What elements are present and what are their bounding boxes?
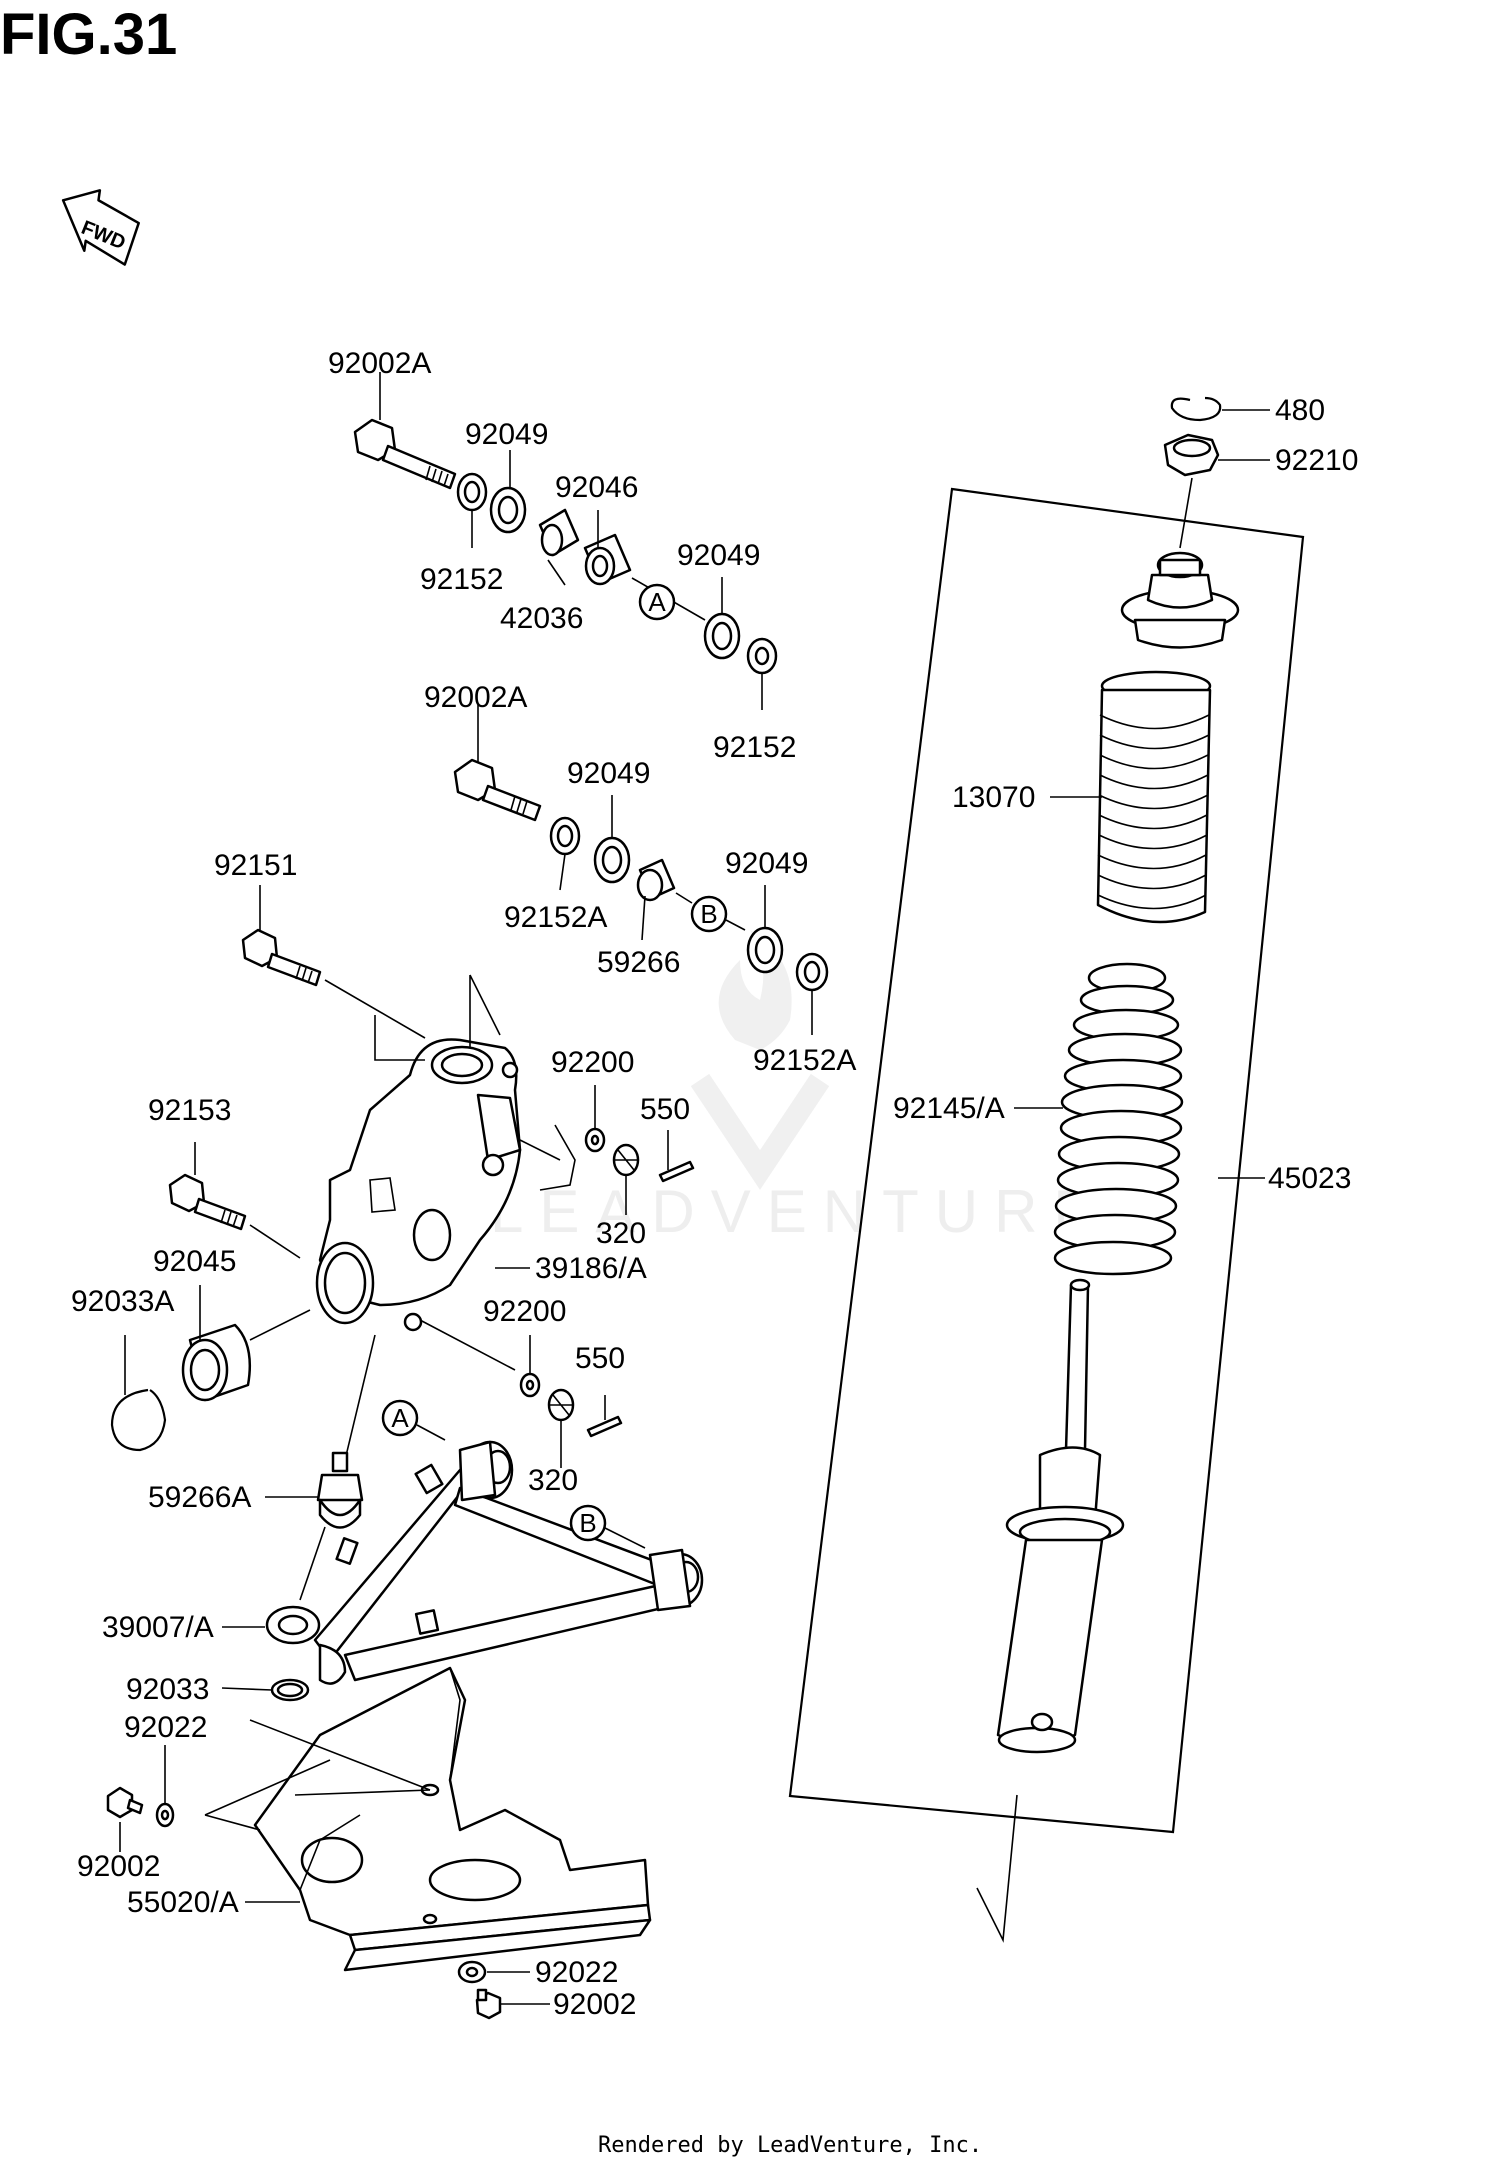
bolt-92151 [241,928,426,1039]
washer-92200-lower [519,1372,541,1398]
bolt-92002-bottom [475,1988,502,2020]
label-92002a-mid: 92002A [424,681,527,714]
label-59266: 59266 [597,946,680,979]
wheel-bearing-92045 [181,1309,311,1402]
nut-320-lower [547,1388,575,1422]
label-92152-b: 92152 [713,731,796,764]
svg-text:B: B [579,1508,596,1538]
shock-assembly-frame [788,487,1305,1834]
bolt-92002a-upper [353,418,457,490]
label-92152a-b: 92152A [753,1044,856,1077]
label-92049-b: 92049 [677,539,760,572]
label-92033a: 92033A [71,1285,174,1318]
svg-text:A: A [648,587,666,617]
label-59266a: 59266A [148,1481,251,1514]
washer-92152-upper-left [456,472,488,512]
label-55020a: 55020/A [127,1886,239,1919]
label-92046: 92046 [555,471,638,504]
circlip-92033 [270,1678,310,1702]
nut-92210 [1163,433,1220,477]
ball-joint-59266a [316,1451,364,1529]
label-92152-a: 92152 [420,563,503,596]
dust-boot-13070 [1096,670,1212,924]
leader-lines [119,372,1270,2005]
washer-92152-upper-right [746,637,778,675]
label-92022-a: 92022 [124,1711,207,1744]
seal-92049-upper-left [489,486,527,534]
label-42036: 42036 [500,602,583,635]
steering-knuckle [315,1038,561,1371]
watermark-text: LEADVENTURE [490,1178,1109,1245]
bushing-59266 [636,858,676,902]
bearing-92046 [583,533,632,586]
figure-title: FIG.31 [0,2,177,67]
label-92045: 92045 [153,1245,236,1278]
label-92033: 92033 [126,1673,209,1706]
label-92002-b: 92002 [553,1988,636,2021]
cotter-pin-550-upper [658,1160,695,1183]
label-92210: 92210 [1275,444,1358,477]
label-92002-a: 92002 [77,1850,160,1883]
circlip-92033a [110,1388,167,1452]
callout-b-lower: B [569,1504,646,1549]
seal-92049-lower-right [746,926,784,974]
nut-320-upper [612,1143,640,1177]
bolt-92002-left [106,1786,144,1819]
footer-credit: Rendered by LeadVenture, Inc. [598,2133,982,2158]
washer-92152a-lower-left [549,816,581,856]
label-92151: 92151 [214,849,297,882]
svg-text:A: A [391,1403,409,1433]
fwd-arrow-icon: FWD [61,189,140,266]
seal-92049-upper-right [703,612,741,660]
label-45023: 45023 [1268,1162,1351,1195]
bolt-92002a-lower [453,758,542,822]
label-320-a: 320 [596,1217,646,1250]
part-labels: 92002A 92049 92046 92152 42036 92049 921… [71,347,1358,2021]
label-92200-a: 92200 [551,1046,634,1079]
snap-ring-480 [1170,396,1222,422]
label-550-a: 550 [640,1093,690,1126]
washer-92152a-lower-right [795,952,829,992]
callout-b-upper: B [690,895,728,933]
label-480: 480 [1275,394,1325,427]
label-320-b: 320 [528,1464,578,1497]
callout-a-upper: A [638,583,676,621]
seal-92049-lower-left [593,836,631,884]
a-arm-39007a [265,1440,704,1685]
upper-mount [1120,551,1240,649]
label-92200-b: 92200 [483,1295,566,1328]
label-39007a: 39007/A [102,1611,214,1644]
sleeve-42036 [538,508,580,557]
label-13070: 13070 [952,781,1035,814]
label-92152a-a: 92152A [504,901,607,934]
label-92049-d: 92049 [725,847,808,880]
label-92002a-top: 92002A [328,347,431,380]
label-92153: 92153 [148,1094,231,1127]
washer-92200-upper [584,1127,606,1153]
label-92022-b: 92022 [535,1956,618,1989]
svg-text:B: B [700,899,717,929]
washer-92022-bottom [457,1960,487,1984]
skid-guard-55020a [204,1666,652,1972]
label-92049-a: 92049 [465,418,548,451]
callout-a-lower: A [381,1399,446,1441]
label-92049-c: 92049 [567,757,650,790]
spring-92145a [1053,962,1184,1276]
damper [996,1278,1125,1754]
washer-92022-left [155,1802,175,1828]
label-92145a: 92145/A [893,1092,1005,1125]
label-550-b: 550 [575,1342,625,1375]
label-39186a: 39186/A [535,1252,647,1285]
bolt-92153 [168,1173,301,1259]
cotter-pin-550-lower [586,1415,623,1438]
